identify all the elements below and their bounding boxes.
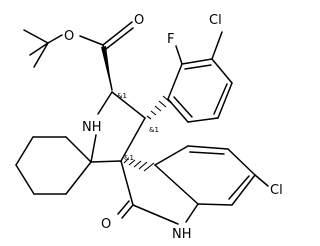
oxindole-core	[117, 145, 269, 225]
chlorine-top-label: Cl	[209, 13, 222, 28]
tert-butyl-group	[23, 29, 63, 68]
stereo-label-alpha: &1	[117, 92, 127, 100]
lactam-nh-label: NH	[172, 227, 192, 242]
chlorine-right-label: Cl	[270, 183, 283, 198]
lactam-o-label: O	[101, 217, 111, 232]
amine-nh-label: NH	[82, 120, 102, 135]
stereo-label-aryl: &1	[149, 126, 159, 134]
fluorine-label: F	[167, 32, 174, 47]
stereo-label-spiro: &1	[124, 154, 134, 162]
cyclohexane-ring	[15, 136, 122, 195]
molecule-diagram: O O NH F Cl O NH Cl &1 &1 &1	[15, 13, 283, 242]
structure-canvas: O O NH F Cl O NH Cl &1 &1 &1	[15, 13, 283, 242]
carbonyl-o-label: O	[134, 13, 144, 28]
fluorochlorophenyl-ring	[167, 31, 233, 123]
pyrrolidine-ring	[90, 91, 146, 163]
stereo-hash-spiro	[123, 158, 155, 172]
ester-o-label: O	[64, 29, 74, 44]
stereo-wedge-ester	[101, 46, 112, 92]
